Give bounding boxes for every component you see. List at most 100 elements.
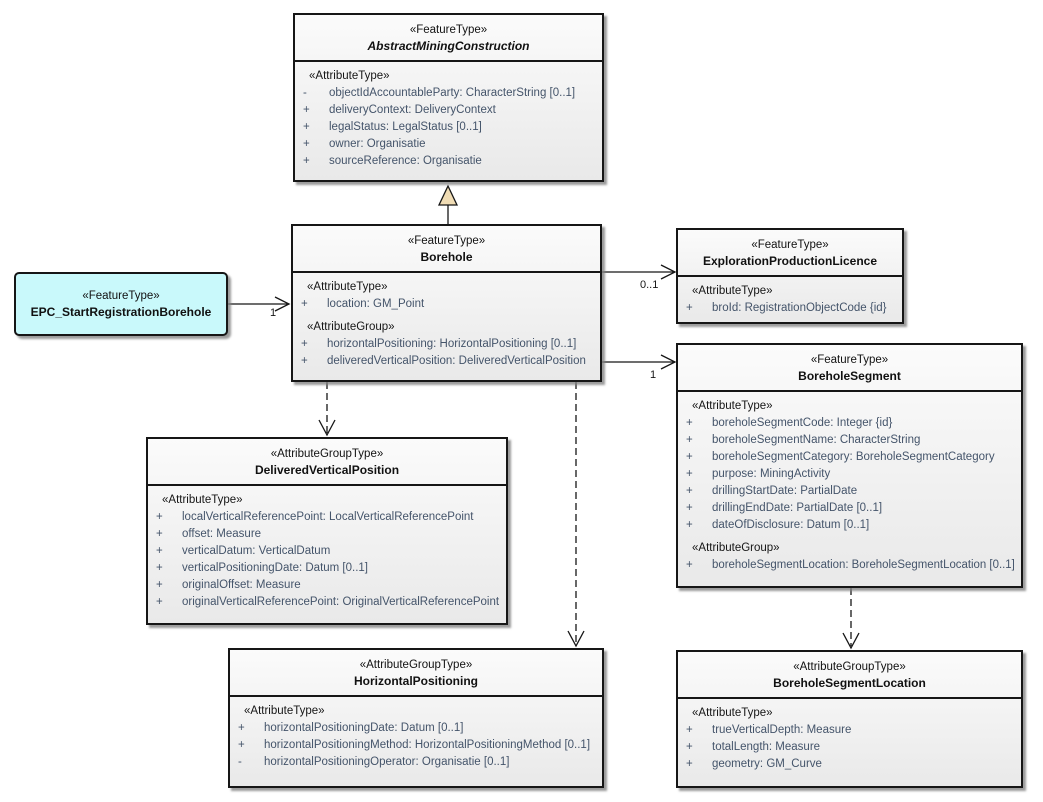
attribute-text: drillingEndDate: PartialDate [0..1] (712, 502, 883, 514)
attribute-row[interactable]: + localVerticalReferencePoint: LocalVerti… (148, 509, 503, 526)
section-heading: «AttributeType» (162, 494, 243, 506)
attribute-text: originalVerticalReferencePoint: Original… (182, 596, 500, 608)
attribute-row[interactable]: + legalStatus: LegalStatus [0..1] (295, 119, 599, 136)
attribute-text: localVerticalReferencePoint: LocalVertic… (182, 511, 474, 523)
attribute-row[interactable]: +boreholeSegmentName: CharacterString (678, 432, 1018, 449)
attribute-row[interactable]: +purpose: MiningActivity (678, 466, 1018, 483)
attribute-text: legalStatus: LegalStatus [0..1] (329, 121, 482, 133)
section-heading: «AttributeType» (692, 285, 773, 297)
visibility-marker: + (156, 511, 163, 523)
attribute-row[interactable]: +verticalDatum: VerticalDatum (148, 543, 503, 560)
open-arrowhead-icon-epc-to-borehole (274, 296, 291, 312)
attribute-row[interactable]: +owner: Organisatie (295, 136, 599, 153)
attribute-row[interactable]: +drillingEndDate: PartialDate [0..1] (678, 500, 1018, 517)
visibility-marker: + (686, 758, 693, 770)
attribute-row[interactable]: +dateOfDisclosure: Datum [0..1] (678, 517, 1018, 534)
class-header: «FeatureType» AbstractMiningConstruction (295, 15, 602, 62)
visibility-marker: + (686, 741, 693, 753)
class-header: «FeatureType» ExplorationProductionLicen… (678, 230, 902, 277)
class-horizontal-positioning[interactable]: «AttributeGroupType» HorizontalPositioni… (228, 648, 604, 788)
stereotype-label: «FeatureType» (409, 24, 488, 36)
visibility-marker: + (686, 451, 693, 463)
attribute-row[interactable]: + boreholeSegmentLocation: BoreholeSegmen… (678, 557, 1018, 574)
attribute-row[interactable]: +boreholeSegmentCategory: BoreholeSegmen… (678, 449, 1018, 466)
attribute-row[interactable]: +drillingStartDate: PartialDate (678, 483, 1018, 500)
attribute-row[interactable]: + horizontalPositioningMethod: Horizontal… (230, 737, 599, 754)
attribute-row[interactable]: +horizontalPositioning: HorizontalPositi… (293, 336, 597, 353)
attribute-text: verticalDatum: VerticalDatum (182, 545, 331, 557)
class-abstract-mining-construction[interactable]: «FeatureType» AbstractMiningConstruction… (293, 13, 604, 182)
attribute-row[interactable]: +trueVerticalDepth: Measure (678, 722, 1018, 739)
attribute-row[interactable]: +location: GM_Point (293, 296, 597, 313)
class-exploration-production-licence[interactable]: «FeatureType» ExplorationProductionLicen… (676, 228, 904, 324)
class-header: «FeatureType» BoreholeSegment (678, 345, 1021, 392)
class-header: «FeatureType» EPC_StartRegistrationBoreh… (16, 288, 226, 320)
visibility-marker: + (301, 355, 308, 367)
attribute-row[interactable]: + deliveredVerticalPosition: DeliveredVer… (293, 353, 597, 370)
class-name: HorizontalPositioning (354, 674, 478, 688)
open-arrowhead-icon-to-segmentlocation (842, 632, 860, 650)
attribute-text: totalLength: Measure (712, 741, 821, 753)
attribute-row[interactable]: +deliveryContext: DeliveryContext (295, 102, 599, 119)
class-delivered-vertical-position[interactable]: «AttributeGroupType» DeliveredVerticalPo… (146, 437, 508, 625)
visibility-marker: + (686, 559, 693, 571)
class-name: EPC_StartRegistrationBorehole (30, 305, 212, 319)
section-heading: «AttributeType» (692, 707, 773, 719)
attribute-row[interactable]: +horizontalPositioningDate: Datum [0..1] (230, 720, 599, 737)
attribute-text: objectIdAccountableParty: CharacterStrin… (329, 87, 576, 99)
visibility-marker: + (156, 596, 163, 608)
attribute-row[interactable]: +boreholeSegmentCode: Integer {id} (678, 415, 1018, 432)
visibility-marker: - (238, 756, 242, 768)
visibility-marker: + (238, 739, 245, 751)
attribute-text: deliveryContext: DeliveryContext (329, 104, 496, 116)
stereotype-label: «FeatureType» (810, 354, 889, 366)
attribute-text: horizontalPositioningMethod: HorizontalP… (264, 739, 591, 751)
attribute-text: deliveredVerticalPosition: DeliveredVert… (327, 355, 586, 367)
visibility-marker: + (686, 519, 693, 531)
section-heading: «AttributeType» (692, 400, 773, 412)
visibility-marker: + (686, 302, 693, 314)
multiplicity-label-borehole-to-licence: 0..1 (640, 279, 659, 291)
open-arrowhead-icon-to-horizontalpositioning (567, 630, 585, 648)
class-attribute-list: «AttributeType»+horizontalPositioningDat… (230, 697, 602, 771)
attribute-row[interactable]: +verticalPositioningDate: Datum [0..1] (148, 560, 503, 577)
class-borehole[interactable]: «FeatureType» Borehole «AttributeType»+l… (291, 224, 602, 382)
class-attribute-list: «AttributeType»+location: GM_Point«Attri… (293, 273, 600, 370)
section-heading: «AttributeGroup» (692, 542, 780, 554)
class-attribute-list: «AttributeType» +broId: RegistrationObjec… (678, 277, 902, 317)
attribute-row[interactable]: +geometry: GM_Curve (678, 756, 1018, 773)
attribute-text: offset: Measure (182, 528, 262, 540)
attribute-text: boreholeSegmentCode: Integer {id} (712, 417, 893, 429)
class-name: BoreholeSegment (798, 369, 901, 383)
class-attribute-list: «AttributeType»-objectIdAccountableParty… (295, 62, 602, 170)
attribute-text: boreholeSegmentLocation: BoreholeSegment… (712, 559, 1015, 571)
attribute-row[interactable]: + totalLength: Measure (678, 739, 1018, 756)
attribute-row[interactable]: +originalOffset: Measure (148, 577, 503, 594)
attribute-text: location: GM_Point (327, 298, 425, 310)
attribute-text: owner: Organisatie (329, 138, 426, 150)
open-arrowhead-icon-to-deliveredverticalposition (318, 419, 336, 437)
attribute-row[interactable]: +sourceReference: Organisatie (295, 153, 599, 170)
visibility-marker: + (303, 121, 310, 133)
class-attribute-list: «AttributeType» +trueVerticalDepth: Measu… (678, 699, 1021, 773)
attribute-row[interactable]: +offset: Measure (148, 526, 503, 543)
generalization-triangle-icon[interactable] (437, 184, 459, 206)
class-borehole-segment[interactable]: «FeatureType» BoreholeSegment «Attribute… (676, 343, 1023, 588)
class-name: ExplorationProductionLicence (702, 254, 878, 268)
attribute-text: purpose: MiningActivity (712, 468, 831, 480)
multiplicity-label-epc-to-borehole: 1 (270, 307, 277, 319)
class-attribute-list: «AttributeType» + localVerticalReferencePo… (148, 486, 506, 611)
class-borehole-segment-location[interactable]: «AttributeGroupType» BoreholeSegmentLoca… (676, 650, 1023, 788)
attribute-row[interactable]: + originalVerticalReferencePoint: Origina… (148, 594, 503, 611)
visibility-marker: + (686, 485, 693, 497)
attribute-row[interactable]: -horizontalPositioningOperator: Organisa… (230, 754, 599, 771)
class-epc-start-registration-borehole[interactable]: «FeatureType» EPC_StartRegistrationBoreh… (14, 272, 228, 336)
class-header: «AttributeGroupType» DeliveredVerticalPo… (148, 439, 506, 486)
class-name: DeliveredVerticalPosition (254, 463, 400, 477)
attribute-text: horizontalPositioningDate: Datum [0..1] (264, 722, 464, 734)
visibility-marker: + (303, 155, 310, 167)
attribute-row[interactable]: -objectIdAccountableParty: CharacterStri… (295, 85, 599, 102)
attribute-row[interactable]: +broId: RegistrationObjectCode {id} (678, 300, 899, 317)
section-heading: «AttributeGroup» (307, 321, 395, 333)
